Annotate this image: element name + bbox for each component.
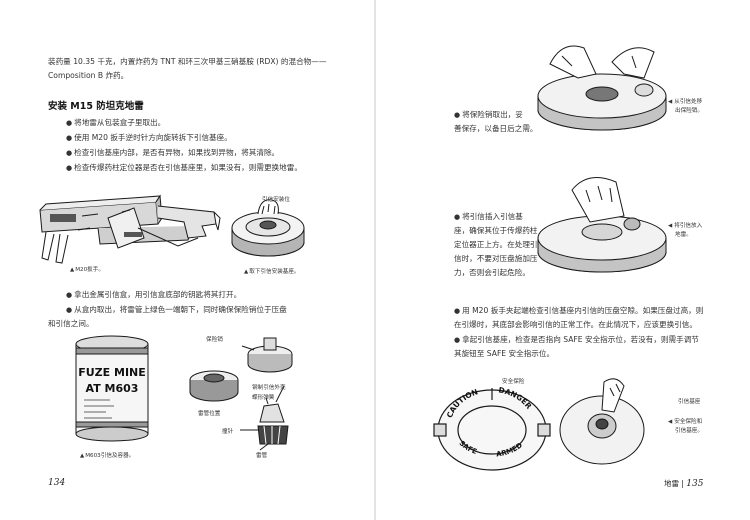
fuze-well-label: 引信安装位 [262,197,290,203]
label-belleville-spring: 蝶形弹簧 [252,395,275,401]
wrench-caption: M20扳手。 [70,266,104,274]
fuze-can-illustration: FUZE MINE AT M603 [75,335,149,442]
fuze-exploded-view [189,337,293,451]
m20-wrench-illustration [39,194,221,264]
page-number-left: 134 [48,478,66,488]
para-b-line-3: 定位器正上方。在处理引 [454,240,538,249]
insert-fuze-illustration [537,177,667,273]
para-b-line-2: 座，确保其位于传爆药柱 [454,226,538,235]
para-b-line-1: 将引信插入引信基 [454,210,523,224]
section-title: 安装 M15 防坦克地雷 [48,101,144,112]
label-steel-housing: 钢制引信外壳 [252,385,286,391]
running-head: 地雷 [664,479,679,488]
para-d-line-2: 其旋钮至 SAFE 安全指示位。 [454,349,555,358]
label-safety-pin: 保险销 [206,337,223,343]
mine-caption: 取下引信安装基座。 [244,268,299,276]
para-d-line-1: 拿起引信基座，检查是否指向 SAFE 安全指示位，若没有，则需手调节 [454,333,699,347]
caption-b-line-2: 地雷。 [675,232,692,238]
remove-safety-pin-illustration [537,45,667,131]
caption-a-line-1: 从引信处移 [668,98,702,106]
caption-b-line-1: 将引信放入 [668,222,702,230]
page-gutter [374,0,376,520]
caption-c-line-2: 引信基座。 [675,428,703,434]
para-2-line-1: 拿出金属引信盒，用引信盒底部的钥匙将其打开。 [66,288,241,302]
para-a-line-2: 善保存，以备日后之需。 [454,124,538,133]
step-2: 使用 M20 扳手逆时针方向旋转拆下引信基座。 [66,131,232,145]
pressure-plate-illustration: CAUTION DANGER SAFE ARMED [433,385,551,471]
can-caption: M603引信及容器。 [80,452,134,460]
page-number-right-value: 135 [686,479,704,489]
caption-c-line-1: 安全保险和 [668,418,702,426]
page-number-right: 地雷 | 135 [664,479,704,489]
right-page: 从引信处移 出保险销。 将保险销取出，妥 善保存，以备日后之需。 将引信放入 地… [376,0,750,520]
label-detonator: 雷管 [256,453,268,459]
para-a-line-1: 将保险销取出，妥 [454,108,523,122]
para-c-line-1: 用 M20 扳手夹起端检查引信基座内引信的压盘空隙。如果压盘过高，则 [454,304,703,318]
para-c-line-2: 在引爆时，其底部会影响引信的正常工作。在此情况下，应该更换引信。 [454,320,697,329]
label-striker: 撞针 [222,429,234,435]
para-b-line-4: 信时，不要对压盘施加压 [454,254,538,263]
label-safety-lock: 安全保险 [502,379,525,385]
caption-a-line-2: 出保险销。 [675,108,703,114]
step-3: 检查引信基座内部，是否有异物，如果找到异物，将其清除。 [66,146,279,160]
para-2-line-2: 从盒内取出，将雷管上绿色一端朝下，同时确保保险销位于压盘 [66,303,287,317]
label-fuze-base: 引信基座 [678,399,701,405]
step-1: 将地雷从包装盒子里取出。 [66,116,165,130]
intro-text-line-1: 装药量 10.35 千克，内置炸药为 TNT 和环三次甲基三硝基胺 (RDX) … [48,57,327,66]
para-b-line-5: 力，否则会引起危险。 [454,268,530,277]
step-4: 检查传爆药柱定位器是否在引信基座里，如果没有，则需更换地雷。 [66,161,302,175]
intro-text-line-2: Composition B 炸药。 [48,71,129,80]
can-label-line-1: FUZE MINE [78,366,146,379]
mine-fuze-well-illustration [231,199,305,257]
fuze-base-illustration [559,378,645,465]
left-page: 装药量 10.35 千克，内置炸药为 TNT 和环三次甲基三硝基胺 (RDX) … [0,0,374,520]
can-label-line-2: AT M603 [86,382,139,395]
para-2-line-3: 和引信之间。 [48,319,94,328]
label-detonator-position: 雷管位置 [198,411,221,417]
